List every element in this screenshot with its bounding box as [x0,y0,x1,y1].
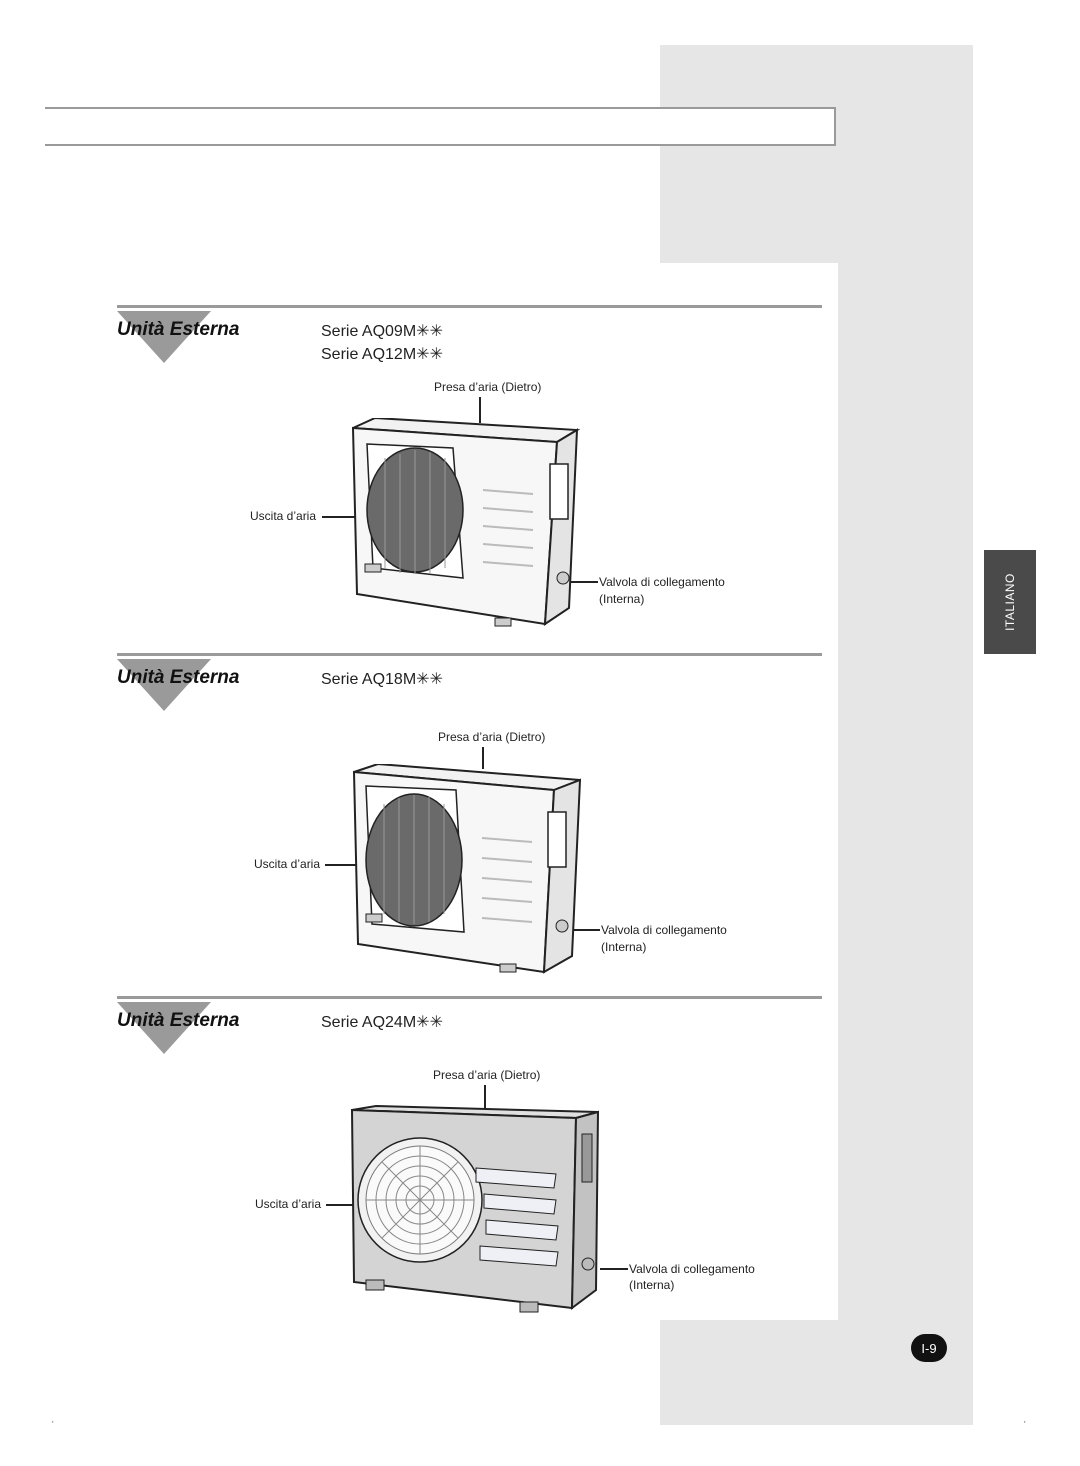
valve-leader [568,581,598,583]
valve-sublabel: (Interna) [629,1278,675,1292]
valve-sublabel: (Interna) [601,940,647,954]
serie-line-1: Serie AQ09M✳✳ [321,323,443,340]
outlet-label: Uscita d’aria [254,857,321,871]
section-heading: Unità Esterna [117,319,240,340]
outlet-leader [322,516,372,518]
section-rule [117,653,822,656]
outlet-leader [325,864,373,866]
valve-label: Valvola di collegamento [601,923,727,937]
language-tab: ITALIANO [984,550,1036,654]
intake-label: Presa d’aria (Dietro) [438,730,546,744]
crop-mark-right: ' [1024,1420,1026,1429]
section-rule [117,996,822,999]
serie-line-2: Serie AQ12M✳✳ [321,346,443,363]
section-rule [117,305,822,308]
page-number-badge: I-9 [911,1334,947,1362]
intake-label: Presa d’aria (Dietro) [433,1068,541,1082]
header-box [45,107,836,146]
section-triangle [117,659,211,711]
section-heading: Unità Esterna [117,1010,240,1031]
valve-label: Valvola di collegamento [599,575,725,589]
section-aq18: Unità Esterna Serie AQ18M✳✳ [117,653,822,973]
outlet-label: Uscita d’aria [250,509,317,523]
section-aq09-aq12: Unità Esterna Serie AQ09M✳✳ Serie AQ12M✳… [117,305,822,635]
outdoor-unit-illustration [351,418,581,627]
valve-leader [600,1268,628,1270]
section-triangle [117,1002,211,1054]
outdoor-unit-illustration [352,764,582,974]
intake-leader [482,747,484,769]
section-heading: Unità Esterna [117,667,240,688]
outlet-label: Uscita d’aria [255,1197,322,1211]
section-triangle [117,311,211,363]
intake-leader [479,397,481,423]
section-aq24: Unità Esterna Serie AQ24M✳✳ [117,996,822,1316]
outdoor-unit-illustration [350,1104,600,1313]
outlet-leader [326,1204,366,1206]
valve-leader [570,929,600,931]
valve-sublabel: (Interna) [599,592,645,606]
gray-band-right [838,45,973,1425]
crop-mark-left: ' [52,1420,54,1429]
intake-label: Presa d’aria (Dietro) [434,380,542,394]
intake-leader [484,1085,486,1109]
language-label: ITALIANO [1003,573,1018,631]
valve-label: Valvola di collegamento [629,1262,755,1276]
serie-line-1: Serie AQ24M✳✳ [321,1014,443,1031]
serie-line-1: Serie AQ18M✳✳ [321,671,443,688]
